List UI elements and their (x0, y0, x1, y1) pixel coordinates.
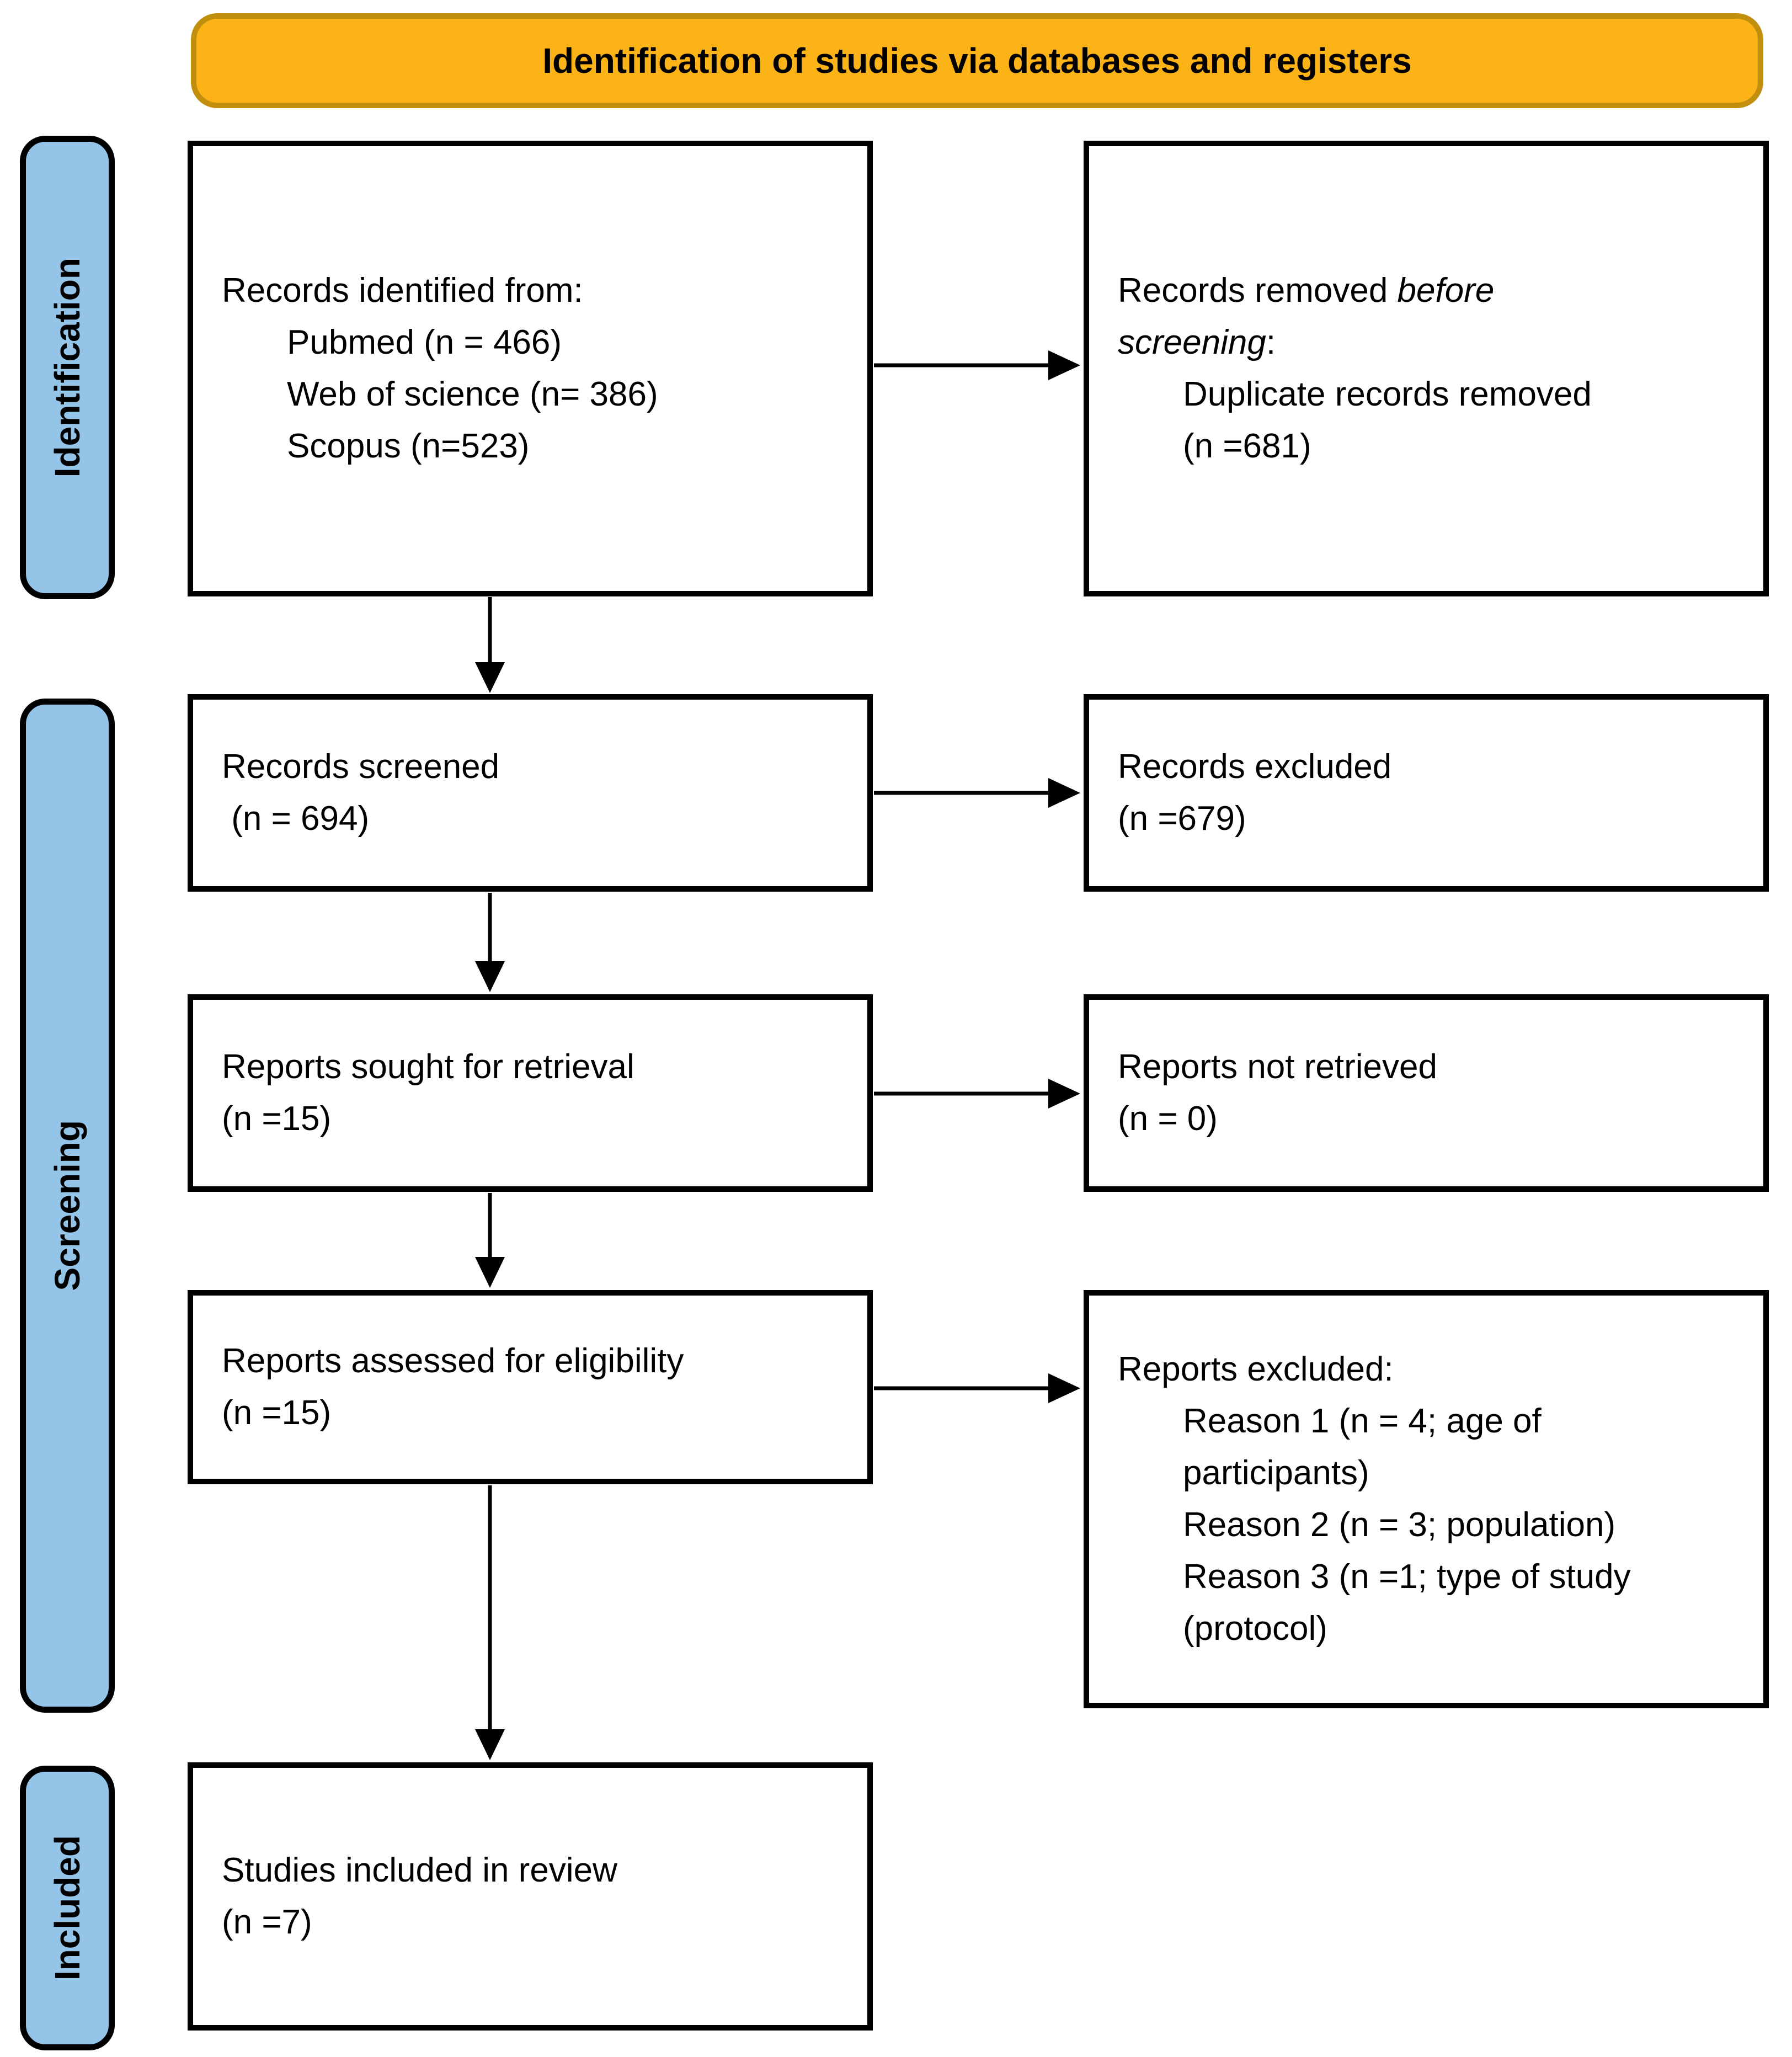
box-line: (n =681) (1183, 427, 1311, 465)
box-line: (n =7) (222, 1903, 312, 1941)
arrow-screened-to-excluded (874, 778, 1080, 808)
box-line: (n =15) (222, 1394, 332, 1432)
box-line: Web of science (n= 386) (287, 375, 658, 413)
banner-title: Identification of studies via databases … (542, 41, 1412, 81)
arrow-identified-to-screened (475, 597, 505, 693)
box-records-excluded: Records excluded (n =679) (1084, 694, 1769, 892)
box-line: Reports excluded: (1118, 1350, 1394, 1388)
box-line: (n =15) (222, 1100, 332, 1138)
stage-label-included-text: Included (47, 1835, 87, 1981)
box-line: Pubmed (n = 466) (287, 323, 562, 361)
box-line: (n = 694) (222, 800, 370, 838)
text-segment: : (1266, 323, 1276, 361)
box-line: Reason 3 (n =1; type of study (1183, 1558, 1631, 1596)
text-segment-italic: before (1397, 271, 1495, 310)
box-line: screening: (1118, 317, 1741, 369)
box-reports-assessed: Reports assessed for eligibility (n =15) (188, 1290, 873, 1484)
box-line: participants) (1183, 1454, 1369, 1492)
box-line: Records identified from: (222, 271, 583, 310)
box-studies-included: Studies included in review (n =7) (188, 1762, 873, 2031)
stage-label-included: Included (20, 1766, 115, 2050)
arrow-sought-to-not-retrieved (874, 1079, 1080, 1109)
box-line: (n =679) (1118, 800, 1246, 838)
box-line: Reports sought for retrieval (222, 1048, 634, 1086)
box-line: Reports not retrieved (1118, 1048, 1437, 1086)
stage-label-screening-text: Screening (47, 1120, 87, 1291)
box-line: Records removed before (1118, 265, 1741, 317)
box-line: (protocol) (1183, 1610, 1327, 1648)
arrow-assessed-to-reports-excluded (874, 1373, 1080, 1403)
box-records-screened: Records screened (n = 694) (188, 694, 873, 892)
arrow-identified-to-removed (874, 350, 1080, 380)
banner: Identification of studies via databases … (191, 13, 1763, 108)
box-line: Reason 1 (n = 4; age of (1183, 1402, 1542, 1440)
box-line: Reports assessed for eligibility (222, 1342, 684, 1380)
box-line: Studies included in review (222, 1851, 617, 1889)
box-line: Records excluded (1118, 748, 1392, 786)
arrow-assessed-to-included (475, 1485, 505, 1760)
box-records-identified: Records identified from: Pubmed (n = 466… (188, 141, 873, 596)
box-line: Duplicate records removed (1183, 375, 1592, 413)
stage-label-identification: Identification (20, 136, 115, 599)
box-reports-sought: Reports sought for retrieval (n =15) (188, 994, 873, 1192)
arrow-sought-to-assessed (475, 1193, 505, 1288)
box-records-removed-before-screening: Records removed before screening: Duplic… (1084, 141, 1769, 596)
arrow-screened-to-sought (475, 893, 505, 992)
stage-label-screening: Screening (20, 699, 115, 1713)
text-segment-italic: screening (1118, 323, 1266, 361)
box-reports-not-retrieved: Reports not retrieved (n = 0) (1084, 994, 1769, 1192)
stage-label-identification-text: Identification (47, 257, 87, 478)
box-line: (n = 0) (1118, 1100, 1218, 1138)
box-reports-excluded: Reports excluded: Reason 1 (n = 4; age o… (1084, 1290, 1769, 1708)
box-line: Scopus (n=523) (287, 427, 530, 465)
box-line: Records screened (222, 748, 500, 786)
box-line: Reason 2 (n = 3; population) (1183, 1506, 1616, 1544)
text-segment: Records removed (1118, 271, 1398, 310)
